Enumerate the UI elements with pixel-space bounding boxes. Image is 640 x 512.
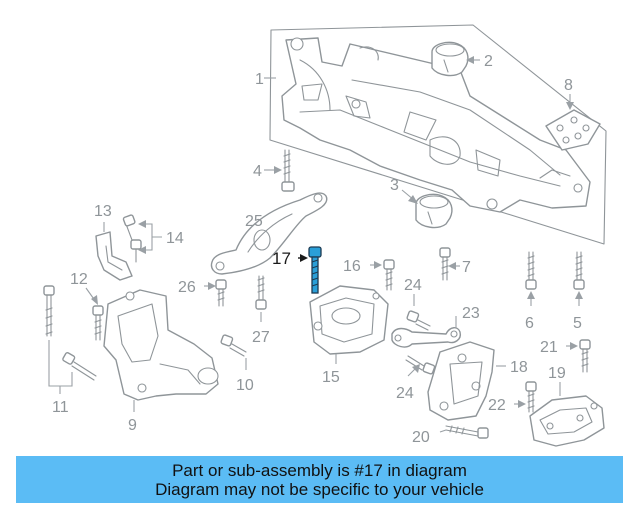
part-7-bolt[interactable] [439,247,451,281]
part-19-mount[interactable] [529,395,605,447]
callout-21: 21 [540,339,558,356]
part-6-bolt[interactable] [525,251,537,290]
part-24-bolt-lower[interactable] [405,355,436,375]
part-9-engine-mount[interactable] [103,289,219,401]
callout-22: 22 [488,397,506,414]
part-8-plate[interactable] [545,109,601,151]
callout-16: 16 [343,258,361,275]
callout-23: 23 [462,305,480,322]
callout-8: 8 [564,77,573,94]
banner-line-1: Part or sub-assembly is #17 in diagram [172,460,467,480]
part-18-bracket[interactable] [427,341,495,421]
part-22-bolt[interactable] [525,381,537,413]
parts-diagram: 1 2 3 4 8 2 [43,24,607,447]
part-23-link[interactable] [391,327,462,348]
callout-15: 15 [322,369,340,386]
callout-19: 19 [548,365,566,382]
callout-27: 27 [252,329,270,346]
part-10-bolt[interactable] [220,334,247,357]
part-17-bolt-highlighted[interactable] [308,246,322,294]
part-2-bushing[interactable] [431,41,469,77]
callout-1: 1 [255,71,264,88]
callout-18: 18 [510,359,528,376]
part-14-bolts[interactable] [122,214,142,263]
callout-9: 9 [128,417,137,434]
part-20-bolt[interactable] [445,425,489,439]
callout-12: 12 [70,271,88,288]
callout-7: 7 [462,259,471,276]
callout-4: 4 [253,163,262,180]
callout-25: 25 [245,213,263,230]
callout-13: 13 [94,203,112,220]
callout-10: 10 [236,377,254,394]
callout-6: 6 [525,315,534,332]
callout-14: 14 [166,230,184,247]
callout-17: 17 [272,249,291,268]
callout-24a: 24 [404,277,422,294]
part-27-bolt[interactable] [255,275,267,310]
part-3-bushing[interactable] [415,193,453,229]
part-16-bolt[interactable] [383,259,395,291]
callout-3: 3 [390,177,399,194]
part-15-transmission-mount[interactable] [309,285,389,355]
banner-line-2: Diagram may not be specific to your vehi… [155,479,484,499]
callout-5: 5 [573,315,582,332]
part-1-subframe[interactable] [269,24,607,245]
part-26-bolt[interactable] [215,279,227,307]
part-24-bolt-upper[interactable] [406,310,431,331]
callout-26: 26 [178,279,196,296]
part-25-torque-rod[interactable] [210,192,328,275]
part-21-bolt[interactable] [579,339,591,373]
part-13-bracket[interactable] [95,231,133,281]
part-4-bolt[interactable] [281,149,295,192]
callout-2: 2 [484,53,493,70]
part-11-bolts[interactable] [43,285,97,381]
part-12-bolt[interactable] [92,305,104,341]
callout-11: 11 [52,399,69,416]
part-5-bolt[interactable] [573,251,585,290]
callout-20: 20 [412,429,430,446]
info-banner: Part or sub-assembly is #17 in diagram D… [16,456,623,503]
callout-24b: 24 [396,385,414,402]
